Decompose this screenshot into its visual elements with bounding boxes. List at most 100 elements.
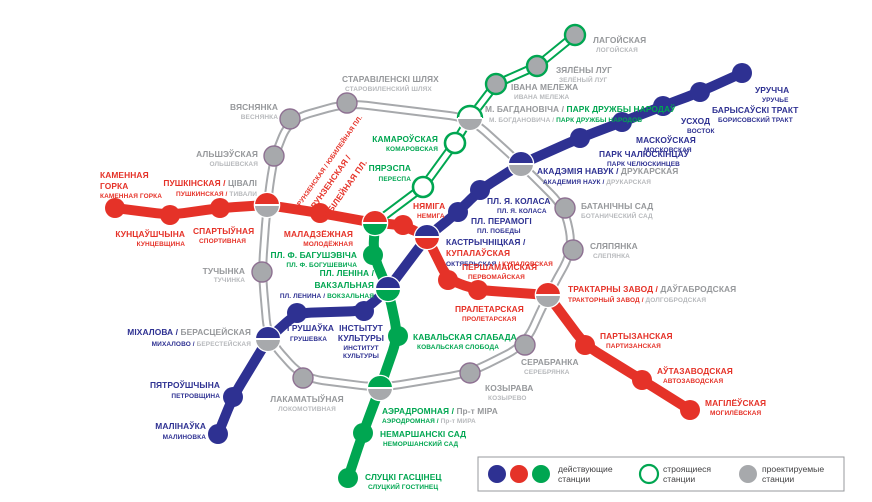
station-label-pyarespa-1: ПЕРЕСПА [379, 176, 412, 183]
station-label-instytut-kultury-1: КУЛЬТУРЫ [338, 333, 384, 343]
station-label-autazavodskaya-0: АЎТАЗАВОДСКАЯ [657, 365, 733, 376]
station-label-aeradromnaya-0: АЭРАДРОМНАЯ / Пр-т МІРА [382, 406, 498, 416]
station-label-slyapyanka-1: СЛЕПЯНКА [593, 253, 630, 260]
station-nyamiha: НЯМІГА НЕМИГА [393, 201, 445, 235]
station-label-batanichny-sad-1: БОТАНИЧЕСКИЙ САД [581, 211, 653, 220]
station-label-zyalyony-luh-1: ЗЕЛЁНЫЙ ЛУГ [559, 75, 607, 84]
station-kozyrava: КОЗЫРАВА КОЗЫРЕВО [459, 362, 533, 402]
station-label-pershamayskaya-1: ПЕРВОМАЙСКАЯ [468, 272, 525, 281]
station-label-nyamiha-1: НЕМИГА [417, 213, 445, 220]
station-label-traktarny-zavod-0: ТРАКТАРНЫ ЗАВОД / ДАЎГАБРОДСКАЯ [568, 283, 736, 294]
station-circle-maskouskaya [612, 112, 632, 132]
station-label-ivana-melezha-1: ИВАНА МЕЛЕЖА [514, 94, 570, 101]
legend-label-projected-2: станции [762, 474, 794, 484]
station-circle-park-chaluskintsau [570, 128, 590, 148]
station-label-m-bahdanovicha-1: М. БОГДАНОВИЧА / ПАРК ДРУЖБЫ НАРОДОВ [489, 117, 642, 124]
line-red-line [110, 200, 695, 415]
station-label-m-bahdanovicha-0: М. БАГДАНОВІЧА / ПАРК ДРУЖБЫ НАРОДАЎ [485, 103, 676, 114]
station-label-malinauka-0: МАЛІНАЎКА [155, 420, 206, 431]
station-label-slutski-hastsinets-1: СЛУЦКИЙ ГОСТИНЕЦ [368, 482, 438, 491]
station-top-pushkinskaya [255, 193, 279, 205]
station-circle-serabranka [514, 334, 536, 356]
station-circle-maladzyozhnaya [310, 203, 330, 223]
station-circle-instytut-kultury [354, 301, 374, 321]
station-label-partyzanskaya-1: ПАРТИЗАНСКАЯ [606, 343, 661, 350]
station-label-nyamiha-0: НЯМІГА [413, 201, 445, 211]
station-label-batanichny-sad-0: БАТАНІЧНЫ САД [581, 201, 653, 211]
station-label-tuchynka-0: ТУЧЫНКА [203, 266, 245, 276]
station-circle-mahilyouskaya [680, 400, 700, 420]
station-label-kozyrava-1: КОЗЫРЕВО [488, 395, 527, 402]
station-label-park-chaluskintsau-1: ПАРК ЧЕЛЮСКИНЦЕВ [607, 161, 680, 168]
station-circle-kozyrava [459, 362, 481, 384]
station-label-alsheuskaya-0: АЛЬШЭЎСКАЯ [196, 148, 258, 159]
legend-label-operating-1: действующие [558, 464, 613, 474]
station-label-instytut-kultury-3: КУЛЬТУРЫ [343, 353, 379, 360]
station-label-ivana-melezha-0: ІВАНА МЕЛЕЖА [511, 82, 578, 92]
station-top-frunzenskaya [363, 211, 387, 223]
station-bottom-kastrychnitskaya [415, 237, 439, 249]
station-label-pl-peramohi-0: ПЛ. ПЕРАМОГІ [471, 216, 532, 226]
legend-circle-operating-2 [532, 465, 550, 483]
station-label-pl-ya-kolasa-1: ПЛ. Я. КОЛАСА [497, 208, 547, 215]
station-bottom-m-bahdanovicha [458, 118, 482, 130]
station-label-park-chaluskintsau-0: ПАРК ЧАЛЮСКІНЦАЎ [599, 148, 690, 159]
station-label-hrushauka-1: ГРУШЕВКА [290, 336, 327, 343]
station-circle-lahoyskaya [563, 23, 587, 47]
station-label-hrushauka-0: ГРУШАЎКА [287, 322, 334, 333]
station-label-pl-bahushevicha-0: ПЛ. Ф. БАГУШЭВІЧА [271, 250, 357, 260]
station-top-traktarny-zavod [536, 283, 560, 295]
legend-circle-operating-0 [488, 465, 506, 483]
station-label-spartyunaya-0: СПАРТЫЎНАЯ [193, 225, 254, 236]
station-label-aeradromnaya-1: АЭРОДРОМНАЯ / Пр-т МИРА [382, 418, 476, 425]
station-label-malinauka-1: МАЛИНОВКА [163, 434, 207, 441]
station-label-kamennaya-horka-2: КАМЕННАЯ ГОРКА [100, 193, 162, 200]
station-label-pl-lenina-2: ПЛ. ЛЕНИНА / ВОКЗАЛЬНАЯ [280, 293, 374, 300]
station-label-lakamatyunaya-0: ЛАКАМАТЫЎНАЯ [270, 393, 344, 404]
station-label-autazavodskaya-1: АВТОЗАВОДСКАЯ [663, 378, 723, 385]
station-circle-nyamiha [393, 215, 413, 235]
station-circle-pyarespa [411, 175, 435, 199]
station-label-pl-bahushevicha-1: ПЛ. Ф. БОГУШЕВИЧА [286, 262, 357, 269]
station-label-pl-peramohi-1: ПЛ. ПОБЕДЫ [477, 228, 521, 235]
station-label-mahilyouskaya-0: МАГІЛЁЎСКАЯ [705, 397, 766, 408]
station-label-slyapyanka-0: СЛЯПЯНКА [590, 241, 638, 251]
station-label-staravilenski-shlyakh-1: СТАРОВИЛЕНСКИЙ ШЛЯХ [345, 84, 432, 93]
station-circle-nemarshanski-sad [353, 423, 373, 443]
station-label-kozyrava-0: КОЗЫРАВА [485, 383, 533, 393]
station-label-piatroushchyna-0: ПЯТРОЎШЧЫНА [150, 379, 220, 390]
station-circle-praletarskaya [468, 280, 488, 300]
legend-circle-operating-1 [510, 465, 528, 483]
station-label-staravilenski-shlyakh-0: СТАРАВІЛЕНСКІ ШЛЯХ [342, 74, 439, 84]
station-circle-pershamayskaya [438, 270, 458, 290]
station-circle-piatroushchyna [223, 387, 243, 407]
station-aeradromnaya: АЭРАДРОМНАЯ / Пр-т МІРА АЭРОДРОМНАЯ / Пр-… [366, 374, 498, 425]
station-bottom-mikhalova [256, 339, 280, 351]
station-label-uskhod-0: УСХОД [681, 116, 710, 126]
station-ivana-melezha: ІВАНА МЕЛЕЖА ИВАНА МЕЛЕЖА [484, 72, 578, 101]
station-label-serabranka-1: СЕРЕБРЯНКА [524, 369, 570, 376]
station-park-chaluskintsau: ПАРК ЧАЛЮСКІНЦАЎ ПАРК ЧЕЛЮСКИНЦЕВ [570, 128, 690, 168]
station-circle-autazavodskaya [632, 370, 652, 390]
legend-label-operating-2: станции [558, 474, 590, 484]
station-label-akademiya-navuk-0: АКАДЭМІЯ НАВУК / ДРУКАРСКАЯ [537, 166, 678, 176]
station-label-kamarouskaya-1: КОМАРОВСКАЯ [386, 146, 438, 153]
station-label-pushkinskaya-1: ПУШКИНСКАЯ / ТИВАЛИ [176, 191, 257, 198]
